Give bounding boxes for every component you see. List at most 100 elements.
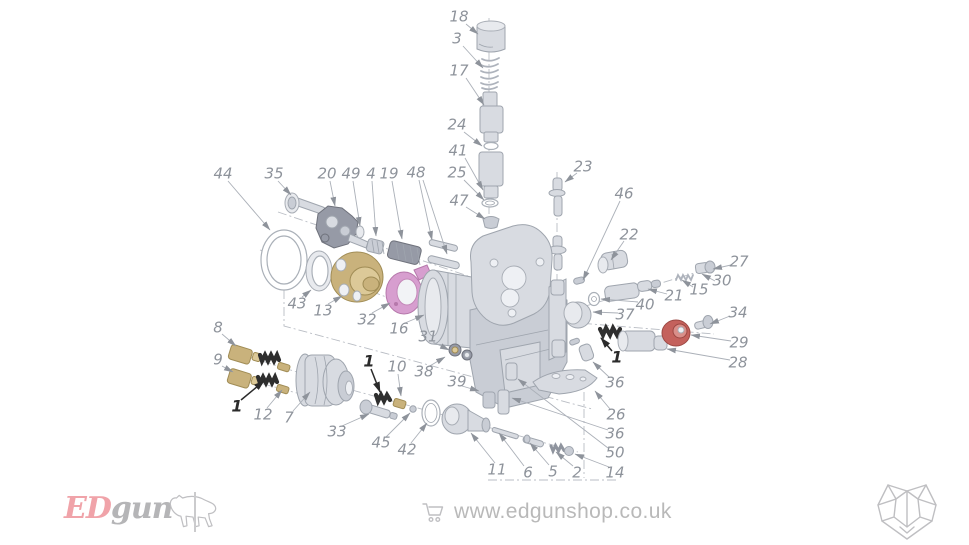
part-seat-47: [482, 216, 500, 229]
part-label-11: 11: [487, 461, 506, 479]
part-spring-2: [549, 442, 566, 455]
part-spring-1-mid: [373, 390, 393, 407]
footer-divider: [194, 492, 196, 532]
leader-line-44: [227, 180, 271, 231]
leader-line-19: [391, 180, 404, 240]
leader-line-3: [462, 45, 484, 69]
part-brass-fitting-9: [226, 368, 261, 389]
part-nipple-12a: [276, 361, 291, 373]
leader-line-14: [574, 453, 610, 468]
leader-line-34: [709, 315, 731, 325]
part-ribbed-19: [386, 240, 422, 266]
leader-line-25: [463, 179, 485, 201]
leader-line-26: [594, 390, 611, 410]
shopping-cart-icon: [422, 503, 444, 523]
leader-line-10: [396, 373, 403, 397]
part-label-23: 23: [573, 158, 592, 176]
part-body-28: [617, 330, 668, 352]
right-lower-chain: [597, 315, 714, 352]
part-oring-42: [421, 399, 441, 427]
leader-line-12: [266, 389, 283, 409]
part-cylinder-36-upper: [578, 343, 595, 362]
part-pin-46: [573, 276, 585, 285]
part-label-5: 5: [548, 463, 558, 481]
part-hammer-block-20: [315, 205, 369, 249]
part-nipple-12b: [275, 383, 290, 395]
part-adjuster-21: [604, 279, 661, 302]
part-label-43: 43: [287, 295, 306, 313]
leader-line-20: [329, 180, 337, 207]
leader-line-23: [564, 172, 578, 183]
part-screw-27-30: [694, 260, 716, 275]
part-cap-18: [476, 20, 506, 53]
part-label-26: 26: [606, 406, 625, 424]
part-screw-10: [392, 397, 407, 410]
leader-line-49: [352, 180, 362, 227]
right-upper-chain: [563, 249, 716, 329]
part-valve-17: [479, 91, 504, 151]
part-pin-5: [522, 434, 544, 448]
part-label-15: 15: [689, 281, 708, 299]
part-label-3: 3: [452, 30, 462, 48]
part-label-14: 14: [605, 464, 624, 482]
website-url[interactable]: www.edgunshop.co.uk: [454, 500, 672, 523]
part-valve-body-41: [478, 151, 504, 199]
leader-line-21: [647, 288, 668, 295]
leader-line-1: [370, 368, 381, 393]
part-label-20: 20: [317, 165, 336, 183]
part-label-4: 4: [366, 165, 376, 183]
part-ball-14: [564, 446, 574, 456]
leader-line-39: [461, 385, 480, 392]
part-label-48: 48: [406, 164, 425, 182]
website-link[interactable]: www.edgunshop.co.uk: [422, 500, 672, 524]
leader-line-5: [529, 442, 550, 466]
part-oring-25: [481, 198, 499, 208]
leader-line-42: [410, 422, 428, 444]
part-label-38: 38: [414, 363, 433, 381]
leader-line-50: [517, 378, 609, 449]
part-label-16: 16: [389, 320, 408, 338]
part-pins-23: [547, 177, 567, 271]
part-washer-40: [587, 291, 601, 307]
leader-line-45: [385, 412, 411, 438]
part-ring-43: [305, 250, 333, 292]
part-label-2: 2: [572, 464, 582, 482]
leader-line-31: [432, 341, 450, 351]
leader-line-27: [712, 264, 732, 270]
part-ball-45: [409, 405, 417, 413]
part-label-1: 1: [611, 348, 622, 367]
part-label-41: 41: [448, 142, 467, 160]
edgun-logo: EDgun: [64, 492, 219, 532]
leader-line-4: [371, 180, 379, 237]
part-label-33: 33: [327, 423, 346, 441]
part-label-46: 46: [614, 185, 633, 203]
part-cylinder-22: [597, 249, 629, 274]
leader-line-48: [422, 179, 448, 255]
leader-line-7: [292, 391, 311, 412]
part-label-10: 10: [387, 358, 406, 376]
leader-line-22: [610, 240, 625, 261]
part-cylinder-39: [482, 391, 496, 409]
leader-line-16: [404, 314, 425, 324]
part-brass-fitting-8: [227, 344, 262, 365]
part-label-35: 35: [264, 165, 283, 183]
leader-line-47: [465, 206, 486, 220]
leader-line-1: [240, 380, 265, 401]
leader-line-24: [463, 131, 483, 147]
leader-line-38: [427, 356, 446, 368]
leader-line-36: [592, 361, 610, 378]
part-label-25: 25: [447, 164, 466, 182]
leader-line-48: [418, 179, 433, 241]
part-cylinder-36-lower: [497, 389, 510, 415]
brand-ed: ED: [64, 491, 112, 526]
leader-line-46: [582, 200, 621, 281]
part-label-49: 49: [341, 165, 360, 183]
leader-line-18: [465, 23, 479, 35]
part-label-8: 8: [213, 319, 223, 337]
leader-line-37: [592, 309, 619, 316]
part-bolt-34: [694, 315, 714, 330]
part-label-21: 21: [664, 287, 683, 305]
leader-line-9: [221, 365, 234, 373]
part-end-cap-7: [295, 353, 355, 407]
